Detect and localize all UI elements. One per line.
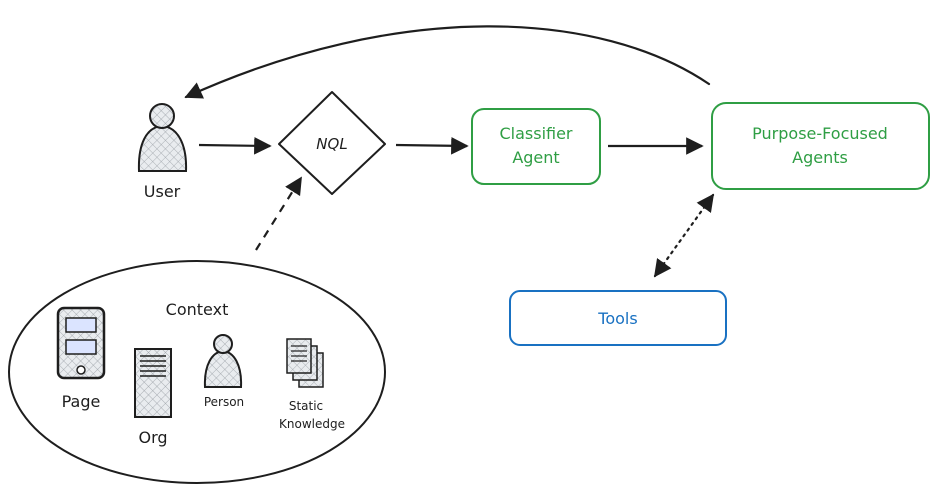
purpose-label-line1: Purpose-Focused xyxy=(752,124,888,143)
user-label: User xyxy=(144,182,181,201)
user-node: User xyxy=(137,103,188,201)
static-knowledge-label-line2: Knowledge xyxy=(279,417,345,431)
purpose-label-line2: Agents xyxy=(792,148,848,167)
user-to-nql-arrow xyxy=(198,136,272,155)
static-knowledge-label-line1: Static xyxy=(289,399,323,413)
nql-node: NQL xyxy=(278,91,386,195)
context-to-nql-arrow xyxy=(255,176,302,251)
person-icon xyxy=(203,334,243,388)
org-icon xyxy=(134,348,172,418)
context-group: Context Page Org Person xyxy=(8,260,386,484)
nql-label: NQL xyxy=(316,135,347,153)
nql-to-classifier-arrow xyxy=(395,136,469,155)
user-icon xyxy=(137,103,188,172)
classifier-agent-node: Classifier Agent xyxy=(471,108,601,185)
tools-purpose-dotted-arrow xyxy=(653,193,715,278)
classifier-label-line1: Classifier xyxy=(499,124,572,143)
person-label: Person xyxy=(204,395,244,409)
page-label: Page xyxy=(62,392,101,411)
tools-node: Tools xyxy=(509,290,727,346)
static-knowledge-icon xyxy=(286,338,324,388)
purpose-focused-agents-node: Purpose-Focused Agents xyxy=(711,102,930,190)
tools-label: Tools xyxy=(597,309,637,328)
context-title: Context xyxy=(166,300,229,319)
page-icon xyxy=(56,306,106,380)
classifier-label-line2: Agent xyxy=(512,148,559,167)
context-ellipse xyxy=(8,260,386,484)
feedback-arrow xyxy=(184,25,711,99)
org-label: Org xyxy=(138,428,167,447)
